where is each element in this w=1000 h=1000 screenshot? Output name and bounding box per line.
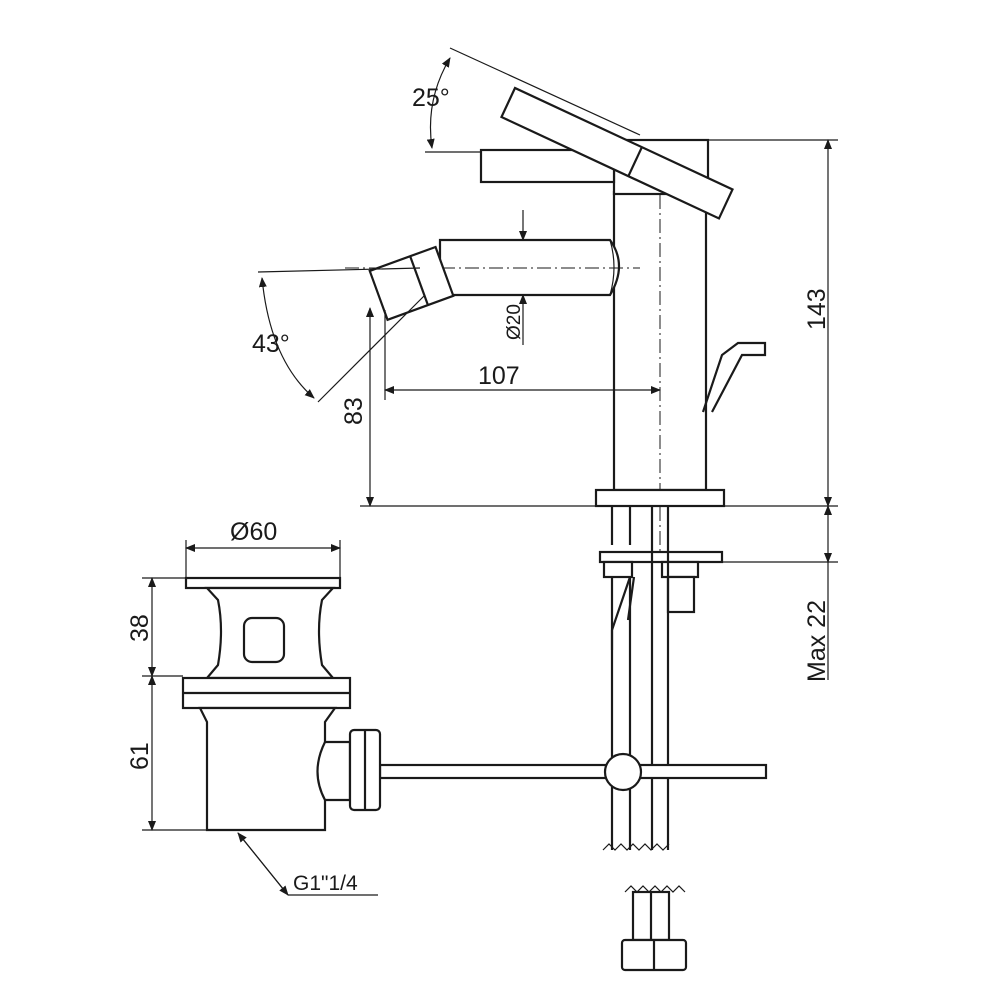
base-plate (594, 488, 726, 508)
dim-spout-diameter: Ø20 (504, 304, 525, 340)
supply-hoses (610, 506, 670, 850)
drain-side-port (316, 740, 352, 802)
drain (181, 576, 382, 832)
dim-drain-thread: G1"1/4 (293, 872, 358, 895)
dim-nozzle-angle: 43° (252, 330, 290, 358)
dim-drain-head-height: 38 (126, 614, 154, 642)
drain-cap (184, 576, 342, 590)
break-line-top (602, 843, 670, 851)
break-line-bottom (624, 885, 686, 893)
dim-drain-diameter: Ø60 (230, 518, 277, 546)
nozzle (368, 245, 455, 322)
threaded-stud (666, 575, 696, 614)
drain-window (242, 616, 286, 664)
dim-drain-body-height: 61 (126, 742, 154, 770)
dim-total-height: 143 (803, 288, 831, 330)
dim-max-deck: Max 22 (803, 600, 831, 682)
popup-rod (610, 576, 636, 650)
dim-spout-reach: 107 (478, 362, 520, 390)
faucet (345, 86, 767, 972)
rod-ball-joint (603, 752, 643, 792)
nut-left (602, 560, 634, 579)
dim-spout-height: 83 (340, 397, 368, 425)
dimensions: 25° 143 Max 22 43° Ø20 107 83 Ø60 (126, 47, 838, 895)
dim-lever-angle: 25° (412, 84, 450, 112)
drain-body (198, 706, 338, 832)
lever-open (500, 86, 734, 220)
popup-handle (701, 341, 767, 413)
pull-rod (378, 752, 768, 792)
washer (598, 550, 724, 564)
